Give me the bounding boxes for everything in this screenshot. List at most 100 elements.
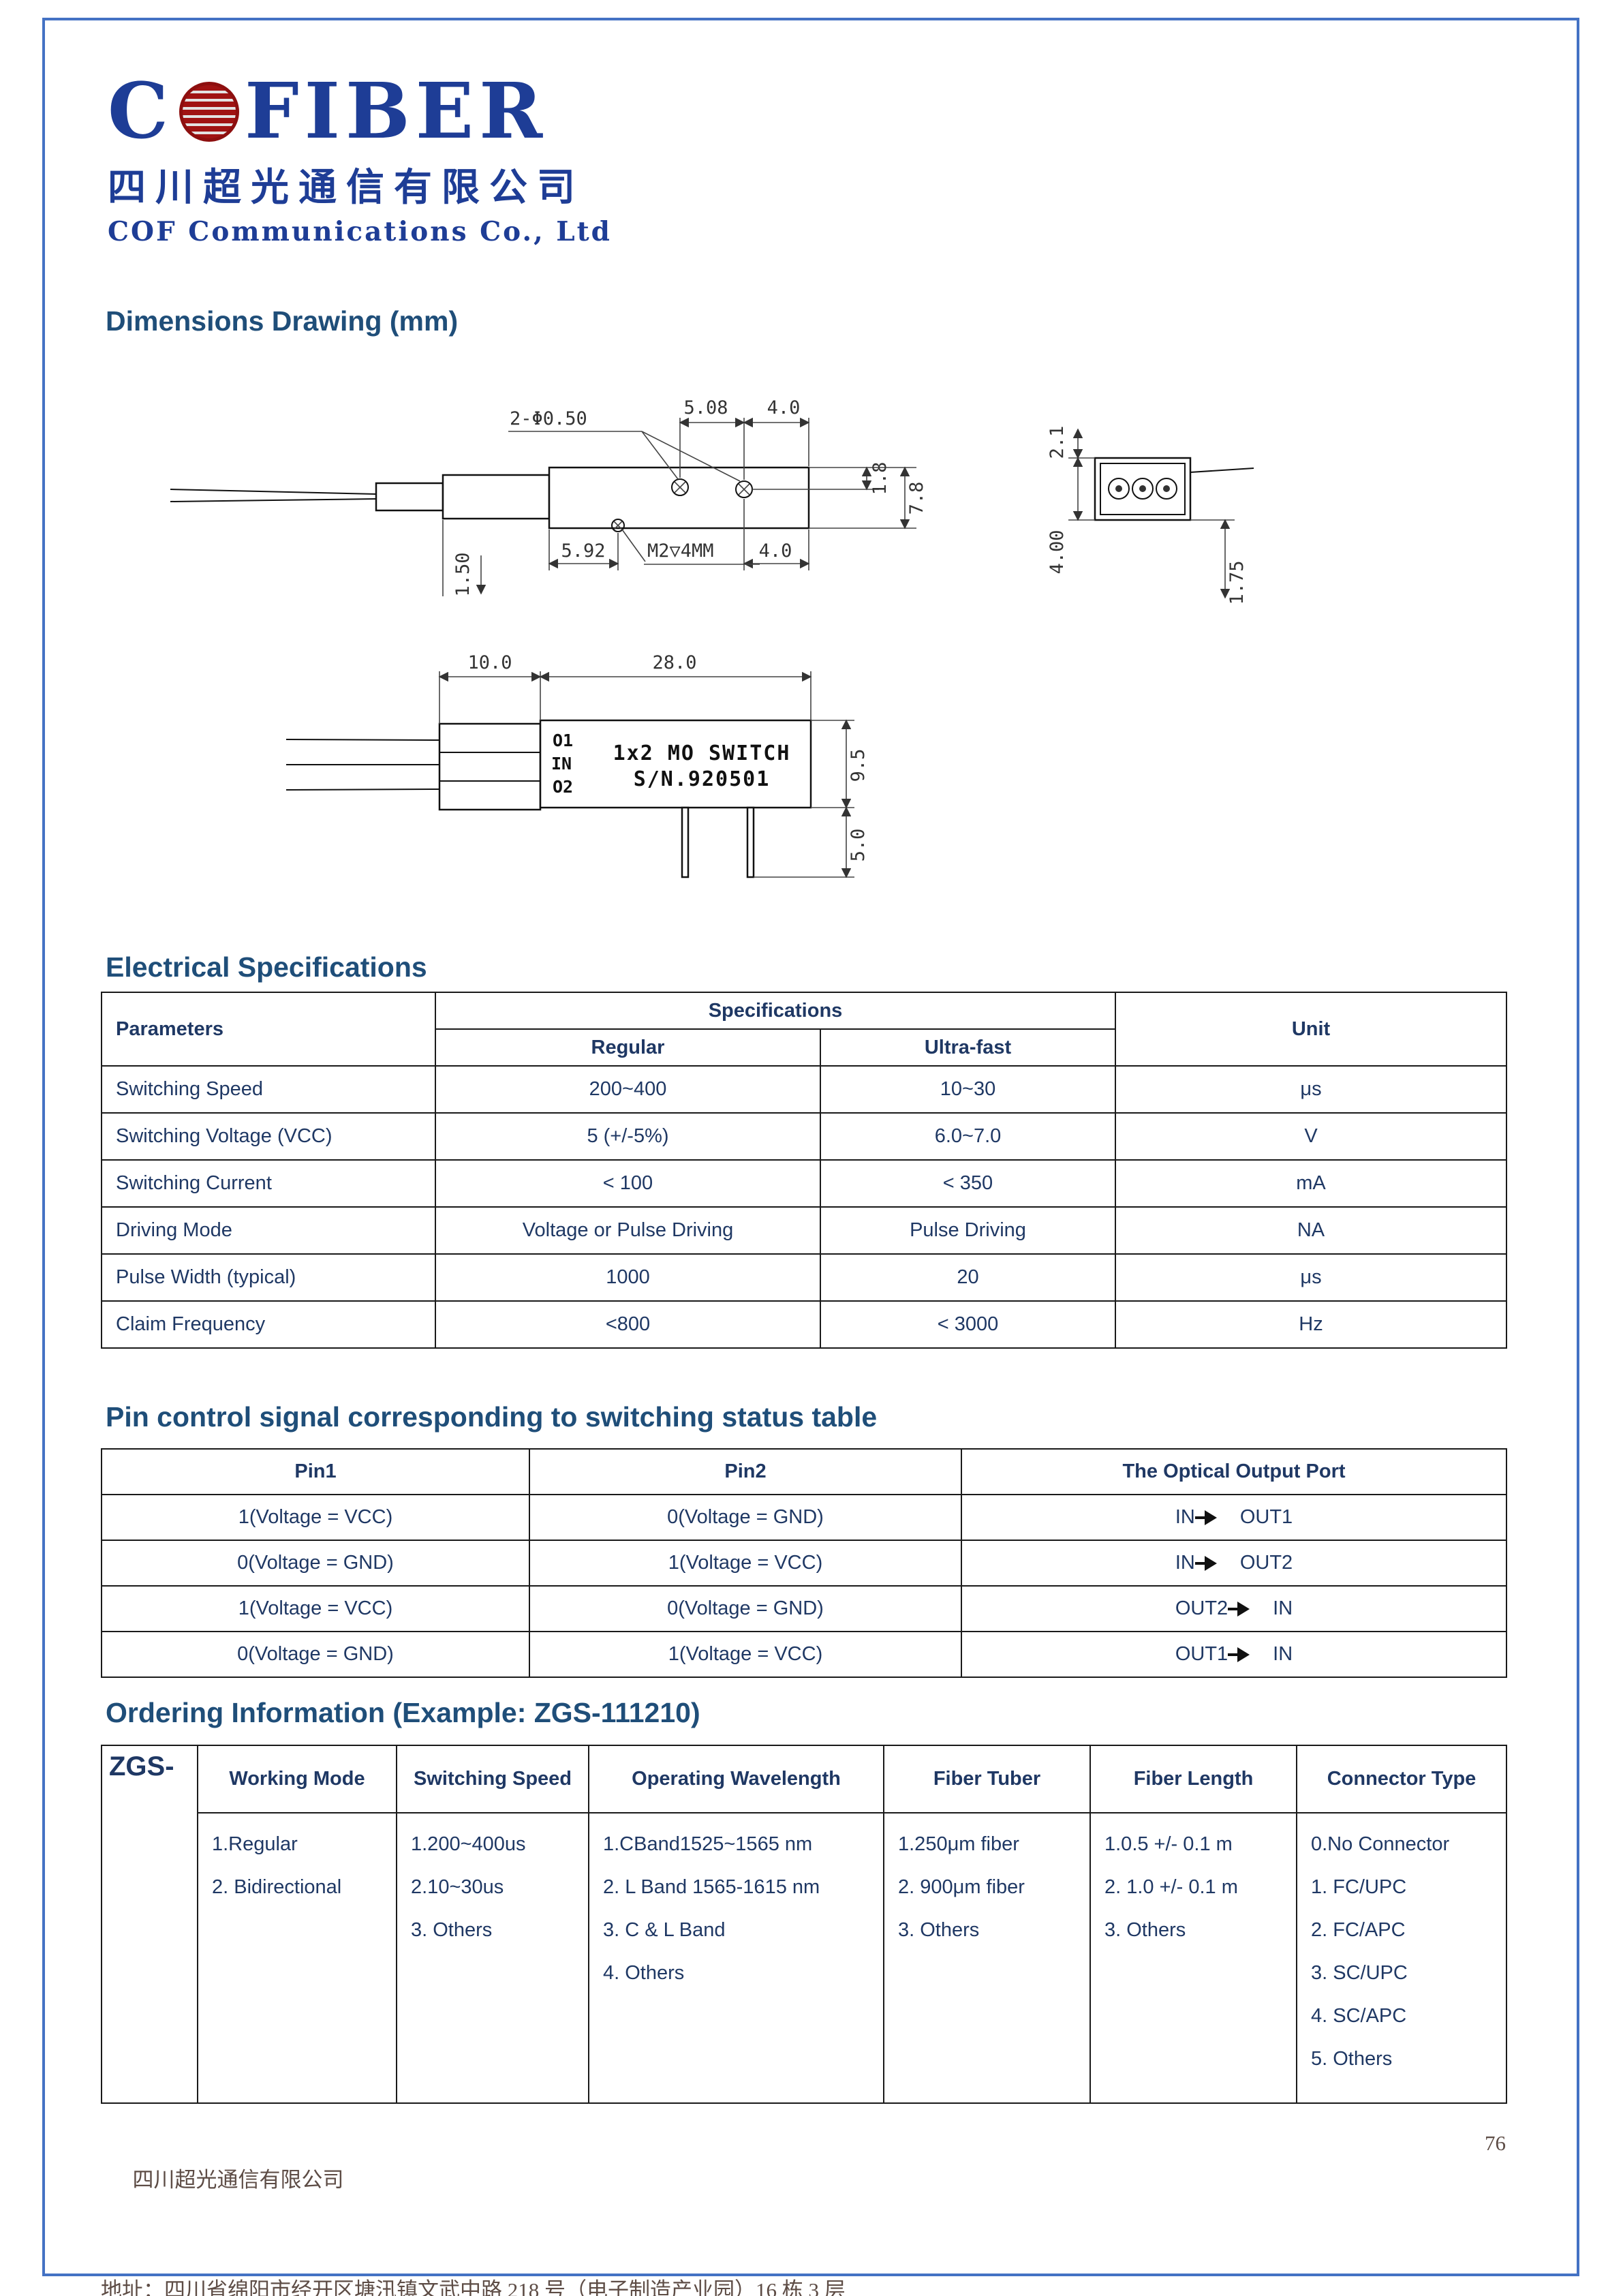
col-header-operating-wavelength: Operating Wavelength <box>588 1745 884 1813</box>
dim-5-08: 5.08 <box>683 397 728 418</box>
pin-1 <box>681 806 690 878</box>
param-cell: Claim Frequency <box>101 1300 436 1349</box>
ferrule-block <box>438 722 542 811</box>
regular-cell: < 100 <box>435 1159 821 1208</box>
dim-5-92: 5.92 <box>561 540 605 562</box>
pin2-cell: 1(Voltage = VCC) <box>529 1631 962 1678</box>
screw-hole-1 <box>671 478 689 496</box>
dim-2-1: 2.1 <box>1047 426 1068 459</box>
regular-cell: Voltage or Pulse Driving <box>435 1206 821 1255</box>
unit-cell: μs <box>1115 1065 1507 1114</box>
brand-letter-c: C <box>108 67 174 156</box>
electrical-specifications-table: Parameters Specifications Unit Regular U… <box>101 992 1507 1349</box>
col-header-pin2: Pin2 <box>529 1448 962 1495</box>
switch-body-front <box>548 466 810 530</box>
route-cell: OUT1 IN <box>961 1631 1507 1678</box>
param-cell: Switching Current <box>101 1159 436 1208</box>
unit-cell: μs <box>1115 1253 1507 1302</box>
brand-letters-rest: FIBER <box>245 67 548 156</box>
dim-1-8: 1.8 <box>869 462 891 495</box>
pin1-cell: 1(Voltage = VCC) <box>101 1585 530 1632</box>
side-view-drawing: 2.1 4.00 1.75 <box>1047 426 1254 605</box>
fiber-tuber-options: 1.250μm fiber 2. 900μm fiber 3. Others <box>883 1812 1091 2104</box>
col-header-fiber-tuber: Fiber Tuber <box>883 1745 1091 1813</box>
dim-4-00: 4.00 <box>1047 530 1068 574</box>
page-number: 76 <box>1485 2131 1506 2155</box>
route-to: IN <box>1273 1643 1293 1665</box>
table-row: Switching Current < 100 < 350 mA <box>101 1159 1507 1208</box>
footer-company-name: 四川超光通信有限公司 <box>132 2168 344 2192</box>
unit-cell: Hz <box>1115 1300 1507 1349</box>
dimensions-section-title: Dimensions Drawing (mm) <box>106 305 459 337</box>
connector-type-options: 0.No Connector 1. FC/UPC 2. FC/APC 3. SC… <box>1296 1812 1507 2104</box>
route-from: OUT2 <box>1175 1597 1228 1619</box>
arrow-right-icon <box>1194 1510 1217 1526</box>
col-header-regular: Regular <box>435 1028 821 1067</box>
fiber-tube <box>375 482 444 512</box>
port-label-o2: O2 <box>553 777 573 797</box>
col-header-unit: Unit <box>1115 992 1507 1067</box>
switch-body-top <box>539 719 812 809</box>
footer-address: 地址：四川省绵阳市经开区塘汛镇文武中路 218 号（电子制造产业园）16 栋 3… <box>101 2278 846 2296</box>
route-to: OUT1 <box>1239 1506 1293 1528</box>
screw-thread-note: M2▽4MM <box>647 540 714 562</box>
ordering-section-title: Ordering Information (Example: ZGS-11121… <box>106 1697 700 1728</box>
col-header-parameters: Parameters <box>101 992 436 1067</box>
switching-speed-options: 1.200~400us 2.10~30us 3. Others <box>396 1812 589 2104</box>
param-cell: Pulse Width (typical) <box>101 1253 436 1302</box>
unit-cell: mA <box>1115 1159 1507 1208</box>
col-header-connector-type: Connector Type <box>1296 1745 1507 1813</box>
col-header-fiber-length: Fiber Length <box>1089 1745 1297 1813</box>
dim-1-50: 1.50 <box>452 552 474 596</box>
regular-cell: 5 (+/-5%) <box>435 1112 821 1161</box>
pin2-cell: 0(Voltage = GND) <box>529 1585 962 1632</box>
body-marking-line2: S/N.920501 <box>634 767 771 791</box>
pin-2 <box>746 806 755 878</box>
param-cell: Switching Speed <box>101 1065 436 1114</box>
electrical-section-title: Electrical Specifications <box>106 951 427 983</box>
table-row: Claim Frequency <800 < 3000 Hz <box>101 1300 1507 1349</box>
ultrafast-cell: < 3000 <box>820 1300 1116 1349</box>
route-cell: OUT2 IN <box>961 1585 1507 1632</box>
ultrafast-cell: 10~30 <box>820 1065 1116 1114</box>
arrow-right-icon <box>1228 1647 1250 1663</box>
fiber-boot <box>442 474 551 520</box>
dim-7-8: 7.8 <box>906 482 927 515</box>
working-mode-options: 1.Regular 2. Bidirectional <box>197 1812 397 2104</box>
col-header-switching-speed: Switching Speed <box>396 1745 589 1813</box>
top-view-drawing: O1 IN O2 1x2 MO SWITCH S/N.920501 10.0 2… <box>285 652 869 878</box>
table-row: Switching Voltage (VCC) 5 (+/-5%) 6.0~7.… <box>101 1112 1507 1161</box>
port-label-in: IN <box>551 754 572 774</box>
body-marking-line1: 1x2 MO SWITCH <box>613 741 791 765</box>
ultrafast-cell: Pulse Driving <box>820 1206 1116 1255</box>
page-footer: 四川超光通信有限公司 76 地址：四川省绵阳市经开区塘汛镇文武中路 218 号（… <box>101 2125 1506 2296</box>
pin-control-table: Pin1 Pin2 The Optical Output Port 1(Volt… <box>101 1448 1507 1678</box>
dim-10-0: 10.0 <box>467 652 512 673</box>
ordering-information-table: ZGS- Working Mode Switching Speed Operat… <box>101 1745 1507 2104</box>
globe-icon <box>179 82 240 142</box>
pin2-cell: 0(Voltage = GND) <box>529 1494 962 1541</box>
col-header-port: The Optical Output Port <box>961 1448 1507 1495</box>
regular-cell: 200~400 <box>435 1065 821 1114</box>
operating-wavelength-options: 1.CBand1525~1565 nm 2. L Band 1565-1615 … <box>588 1812 884 2104</box>
route-to: IN <box>1273 1597 1293 1619</box>
pin-section-title: Pin control signal corresponding to swit… <box>106 1401 878 1433</box>
col-header-ultrafast: Ultra-fast <box>820 1028 1116 1067</box>
ultrafast-cell: 6.0~7.0 <box>820 1112 1116 1161</box>
param-cell: Switching Voltage (VCC) <box>101 1112 436 1161</box>
dim-1-75: 1.75 <box>1226 560 1248 604</box>
dim-4-0-top: 4.0 <box>767 397 801 418</box>
company-name-english: COF Communications Co., Ltd <box>108 216 612 247</box>
pin2-cell: 1(Voltage = VCC) <box>529 1540 962 1587</box>
table-row: 1(Voltage = VCC) 0(Voltage = GND) OUT2 IN <box>101 1585 1507 1632</box>
route-from: OUT1 <box>1175 1643 1228 1665</box>
front-view-drawing: 5.08 4.0 1.8 7.8 4.0 1.50 5.92 M2▽4MM <box>170 397 927 597</box>
table-row: Switching Speed 200~400 10~30 μs <box>101 1065 1507 1114</box>
port-label-o1: O1 <box>553 731 573 750</box>
